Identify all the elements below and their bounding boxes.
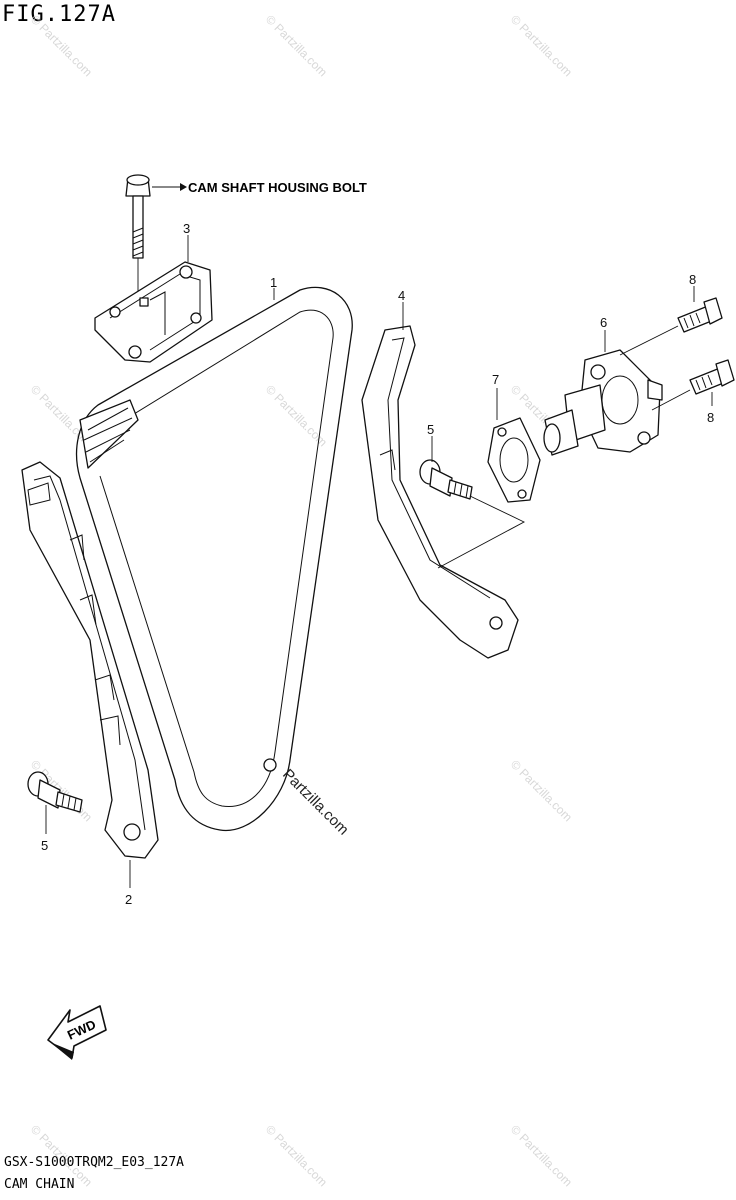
watermark-text: © Partzilla.com <box>263 12 330 79</box>
part-5-bolt-lower <box>27 771 83 813</box>
section-name: CAM CHAIN <box>4 1177 75 1192</box>
watermark-text: © Partzilla.com <box>508 757 575 824</box>
part-8-bolt-lower <box>651 359 735 411</box>
watermark-text: © Partzilla.com <box>508 1122 575 1189</box>
part-number-5-upper: 5 <box>427 422 434 437</box>
watermark-text: © Partzilla.com <box>28 12 95 79</box>
watermark-text: © Partzilla.com <box>508 12 575 79</box>
part-number-4: 4 <box>398 288 405 303</box>
part-3-bracket <box>94 261 213 363</box>
watermark-text: © Partzilla.com <box>263 382 330 449</box>
part-7-gasket <box>487 417 541 503</box>
model-code: GSX-S1000TRQM2_E03_127A <box>4 1155 185 1170</box>
part-number-1: 1 <box>270 275 277 290</box>
figure-title: FIG.127A <box>2 2 116 27</box>
cam-shaft-housing-bolt <box>125 174 187 320</box>
part-6-tensioner-adjuster <box>543 349 663 456</box>
part-number-3: 3 <box>183 221 190 236</box>
part-1-cam-chain <box>75 286 353 832</box>
part-4-tensioner-guide <box>361 325 519 659</box>
part-number-5-lower: 5 <box>41 838 48 853</box>
watermark-text: © Partzilla.com <box>263 1122 330 1189</box>
part-number-7: 7 <box>492 372 499 387</box>
part-5-bolt-upper <box>419 459 473 500</box>
cam-shaft-housing-bolt-label: CAM SHAFT HOUSING BOLT <box>188 180 367 195</box>
part-2-chain-guide <box>21 461 159 859</box>
part-number-8-upper: 8 <box>689 272 696 287</box>
part-number-8-lower: 8 <box>707 410 714 425</box>
part-8-bolt-upper <box>619 297 723 356</box>
fwd-arrow <box>47 1005 107 1060</box>
part-number-6: 6 <box>600 315 607 330</box>
center-watermark: Partzilla.com <box>279 766 352 839</box>
part-number-2: 2 <box>125 892 132 907</box>
